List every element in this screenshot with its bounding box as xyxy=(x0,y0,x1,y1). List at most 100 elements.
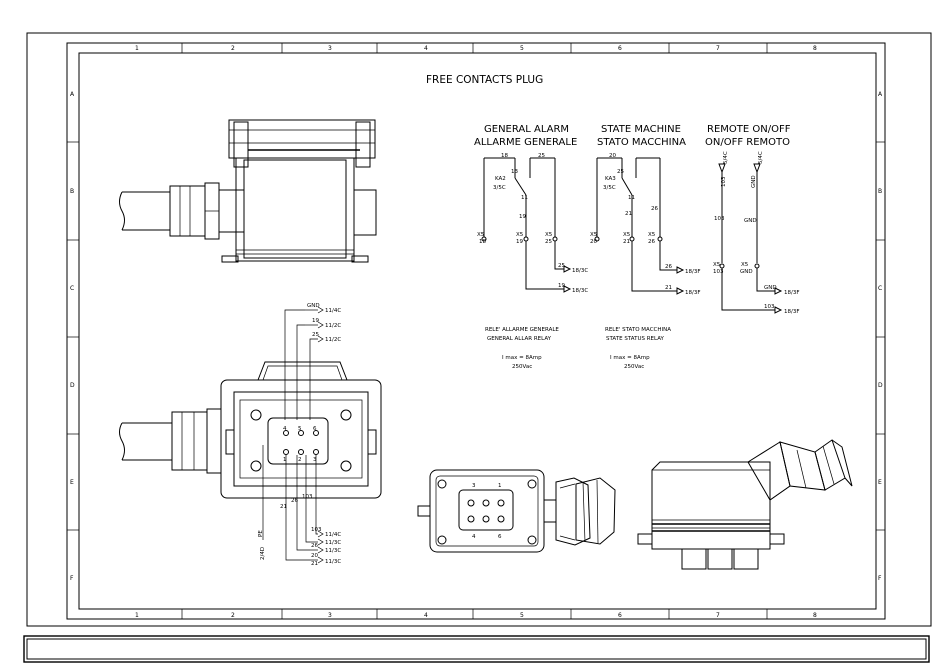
terminal-label: X5 xyxy=(516,232,524,238)
col-label-top: 7 xyxy=(716,45,720,52)
wire-ref: 11/3C xyxy=(325,540,341,546)
col-label-top: 3 xyxy=(328,45,332,52)
wire-label: 21 xyxy=(625,211,632,217)
row-label-left: B xyxy=(70,188,74,195)
pin-label: 25 xyxy=(617,169,624,175)
terminal-num: 20 xyxy=(590,239,597,245)
wire-ref: 18/3F xyxy=(685,290,701,296)
col-label-top: 4 xyxy=(424,45,428,52)
terminal-num: 21 xyxy=(623,239,630,245)
pe-label: PE xyxy=(258,530,264,537)
pe-ref: 2/4D xyxy=(260,547,266,560)
state-machine-circuit xyxy=(594,157,685,295)
wire-label: 18 xyxy=(501,153,508,159)
arrow-down-icon xyxy=(718,163,726,174)
col-label-top: 6 xyxy=(618,45,622,52)
col-label-bottom: 8 xyxy=(813,612,817,619)
row-label-left: D xyxy=(70,382,75,389)
wire-ref: 18/3F xyxy=(784,309,800,315)
wire-label: 25 xyxy=(558,263,565,269)
row-label-left: F xyxy=(70,575,74,582)
relay-ref: 3/5C xyxy=(493,185,506,191)
circuit-subtitle: STATO MACCHINA xyxy=(597,137,686,148)
terminal-label: X5 xyxy=(648,232,656,238)
relay-note-voltage: 250Vac xyxy=(512,364,532,370)
col-label-top: 1 xyxy=(135,45,139,52)
row-label-left: A xyxy=(70,91,75,98)
relay-label: KA3 xyxy=(605,176,616,182)
arrow-right-icon xyxy=(774,306,783,314)
row-label-right: C xyxy=(878,285,882,292)
relay-note-voltage: 250Vac xyxy=(624,364,644,370)
wire-label: 26 xyxy=(651,206,658,212)
terminal-label: X5 xyxy=(590,232,598,238)
wire-ref: 11/2C xyxy=(325,323,341,329)
state-machine-labels: STATE MACHINE STATO MACCHINA 20 KA3 3/5C… xyxy=(590,124,701,296)
col-label-bottom: 2 xyxy=(231,612,235,619)
row-label-left: E xyxy=(70,479,74,486)
terminal-label: X5 xyxy=(477,232,485,238)
arrow-right-icon xyxy=(676,287,685,295)
col-label-bottom: 7 xyxy=(716,612,720,619)
terminal-icon xyxy=(552,236,558,242)
col-label-bottom: 6 xyxy=(618,612,622,619)
circuit-title: GENERAL ALARM xyxy=(484,124,569,135)
wire-label: GND xyxy=(307,303,320,309)
title-block-outer xyxy=(23,635,930,663)
wire-label: GND xyxy=(764,285,777,291)
relay-ref: 3/5C xyxy=(603,185,616,191)
wire-label: 103 xyxy=(721,176,727,187)
wire-label: 26 xyxy=(665,264,672,270)
wire-label: 26 xyxy=(311,543,318,549)
wire-label: 19 xyxy=(312,318,319,324)
wire-label: GND xyxy=(751,175,757,188)
wire-ref: 11/4C xyxy=(325,308,341,314)
col-label-top: 2 xyxy=(231,45,235,52)
wire-label: 21 xyxy=(280,504,287,510)
circuit-title: REMOTE ON/OFF xyxy=(707,124,791,135)
wire-label: 21 xyxy=(665,285,672,291)
terminal-num: 25 xyxy=(545,239,552,245)
wire-label: 103 xyxy=(764,304,775,310)
relay-note-imax: I max = 8Amp xyxy=(502,355,542,361)
wire-label: 20 xyxy=(609,153,616,159)
relay-note-line: GENERAL ALLAR RELAY xyxy=(487,336,552,342)
col-label-bottom: 3 xyxy=(328,612,332,619)
zone-grid xyxy=(67,43,885,619)
terminal-icon xyxy=(719,263,725,269)
wire-label: 19 xyxy=(519,214,526,220)
pin-label: 6 xyxy=(313,426,317,432)
pin-label: 1 xyxy=(498,483,502,489)
arrow-right-icon xyxy=(676,266,685,274)
relay-note-imax: I max = 8Amp xyxy=(610,355,650,361)
circuit-subtitle: ALLARME GENERALE xyxy=(474,137,577,148)
terminal-label: X5 xyxy=(713,262,721,268)
relay-note-line: STATE STATUS RELAY xyxy=(606,336,665,342)
terminal-label: X5 xyxy=(545,232,553,238)
wire-ref: 18/3F xyxy=(784,290,800,296)
plug-top-view xyxy=(119,306,382,564)
wire-label: 103 xyxy=(302,494,313,500)
pin-label: 6 xyxy=(498,534,502,540)
terminal-icon xyxy=(594,236,600,242)
pin-label: 13 xyxy=(511,169,518,175)
relay-note-line: RELE' STATO MACCHINA xyxy=(605,327,671,333)
wire-ref: 18/3C xyxy=(572,288,588,294)
wire-ref: 5/4C xyxy=(758,151,764,164)
base-front-view xyxy=(417,469,616,553)
terminal-num: 18 xyxy=(479,239,486,245)
terminal-num: 103 xyxy=(713,269,724,275)
terminal-label: X5 xyxy=(623,232,631,238)
pin-label: 4 xyxy=(283,426,287,432)
pin-label: 2 xyxy=(298,457,302,463)
wire-label: 103 xyxy=(311,527,322,533)
wire-ref: 11/4C xyxy=(325,532,341,538)
wire-label: 25 xyxy=(538,153,545,159)
terminal-label: X5 xyxy=(741,262,749,268)
terminal-num: 26 xyxy=(648,239,655,245)
wire-label: 19 xyxy=(558,283,565,289)
wire-label: 20 xyxy=(311,553,318,559)
terminal-num: GND xyxy=(740,269,753,275)
pin-label: 11 xyxy=(521,195,528,201)
